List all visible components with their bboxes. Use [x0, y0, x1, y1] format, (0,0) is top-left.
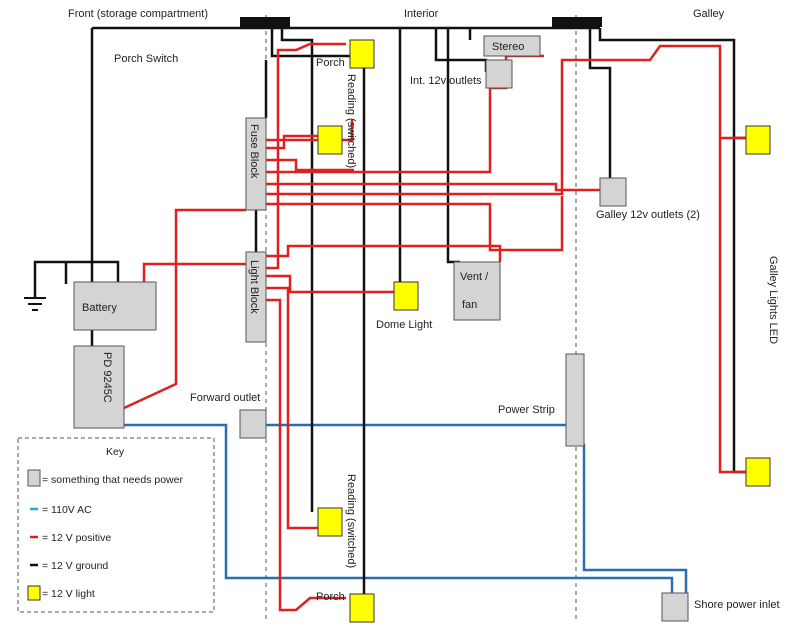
- pos-wire-fuse-to-reading-light: [264, 134, 318, 150]
- legend-light-swatch: [27, 585, 41, 601]
- light-block-label: Light Block: [248, 260, 260, 314]
- ground-bus-bar-front: [240, 17, 290, 27]
- power-strip-label: Power Strip: [498, 404, 555, 416]
- pos-wire-fuse-to-galley-lights: [264, 44, 746, 474]
- porch-light-top: [349, 39, 375, 69]
- legend-device-swatch: [27, 469, 41, 487]
- converter-pd9245c: [73, 345, 125, 429]
- pos-wire-fuse-a: [264, 158, 354, 172]
- reading-bottom-label: Reading (switched): [345, 474, 357, 568]
- fuse-block-label: Fuse Block: [248, 124, 260, 179]
- forward-outlet-label: Forward outlet: [190, 392, 260, 404]
- lights: [317, 39, 771, 623]
- shore-power-inlet: [661, 592, 689, 622]
- converter-label: PD 9245C: [101, 352, 113, 403]
- galley-outlets-label: Galley 12v outlets (2): [596, 209, 700, 221]
- ground-wire-galley-outlets: [588, 28, 612, 182]
- pos-wire-lightblock-to-porch-top: [264, 42, 346, 270]
- fuse-block: [245, 117, 267, 211]
- ground-wire-outlets: [434, 28, 488, 72]
- dome-light-label: Dome Light: [376, 319, 432, 331]
- vent-label-line1: Vent /: [460, 271, 489, 283]
- light-block: [245, 251, 267, 343]
- ground-wire-battery: [33, 260, 120, 298]
- power-strip: [565, 353, 585, 447]
- earth-ground-icon: [24, 297, 46, 311]
- shore-inlet-label: Shore power inlet: [694, 599, 780, 611]
- pos-wire-fuse-to-outlets: [264, 88, 492, 174]
- ground-wire-vent: [446, 28, 460, 264]
- reading-light-top: [317, 125, 343, 155]
- porch-top-label: Porch: [316, 57, 345, 69]
- galley-outlets: [599, 177, 627, 207]
- pos-wire-lightblock-to-dome: [264, 274, 394, 294]
- battery: [73, 281, 157, 331]
- positive-wiring: [123, 42, 746, 612]
- legend-border: [17, 437, 215, 613]
- ac-wire-converter-to-inlet: [124, 423, 674, 593]
- vent-label-line2: fan: [462, 299, 477, 311]
- section-front-label: Front (storage compartment): [68, 8, 208, 20]
- ground-wire-galley-lights-bottom: [732, 138, 746, 474]
- pos-wire-reading-top: [264, 120, 354, 142]
- section-interior-label: Interior: [404, 8, 439, 20]
- vent-fan: [453, 261, 501, 321]
- porch-switch-label: Porch Switch: [114, 53, 178, 65]
- ground-bus-bar-galley: [552, 17, 602, 27]
- pos-wire-converter-to-fuse: [123, 208, 246, 410]
- legend: Key = something that needs power = 110V …: [17, 437, 215, 613]
- galley-light-b: [745, 457, 771, 487]
- battery-label: Battery: [82, 302, 117, 314]
- legend-title: Key: [106, 446, 125, 458]
- pos-wire-lightblock-to-porch-bottom: [264, 298, 346, 612]
- legend-item-device: = something that needs power: [42, 474, 183, 486]
- ground-wire-reading: [270, 28, 366, 620]
- reading-top-label: Reading (switched): [345, 74, 357, 168]
- pos-wire-battery-to-lightblock: [142, 262, 246, 284]
- pos-wire-lightblock-to-vent: [264, 244, 502, 262]
- section-dividers: [265, 15, 577, 620]
- reading-light-bottom: [317, 507, 343, 537]
- porch-light-bottom: [349, 593, 375, 623]
- int-outlets-label: Int. 12v outlets: [410, 75, 482, 87]
- legend-item-positive: = 12 V positive: [42, 532, 111, 544]
- galley-light-a: [745, 125, 771, 155]
- forward-outlet: [239, 409, 267, 439]
- legend-item-ac: = 110V AC: [42, 504, 92, 516]
- galley-lights-label: Galley Lights LED: [767, 256, 779, 344]
- dome-light: [393, 281, 419, 311]
- section-galley-label: Galley: [693, 8, 725, 20]
- pos-wire-lightblock-to-reading-bottom: [264, 286, 318, 530]
- legend-item-light: = 12 V light: [42, 588, 95, 600]
- ac-wire-strip-to-inlet: [576, 443, 688, 593]
- porch-bottom-label: Porch: [316, 591, 345, 603]
- pos-wire-fuse-to-vent: [264, 196, 564, 252]
- devices: [73, 35, 689, 622]
- pos-wire-fuse-to-galley-outlets: [264, 182, 600, 192]
- ground-wire-porch-to-reading: [280, 28, 314, 512]
- stereo-label: Stereo: [492, 41, 524, 53]
- ground-wire-galley-lights-top: [598, 28, 736, 138]
- int-outlets: [485, 59, 513, 89]
- stereo: [483, 35, 541, 57]
- legend-item-ground: = 12 V ground: [42, 560, 108, 572]
